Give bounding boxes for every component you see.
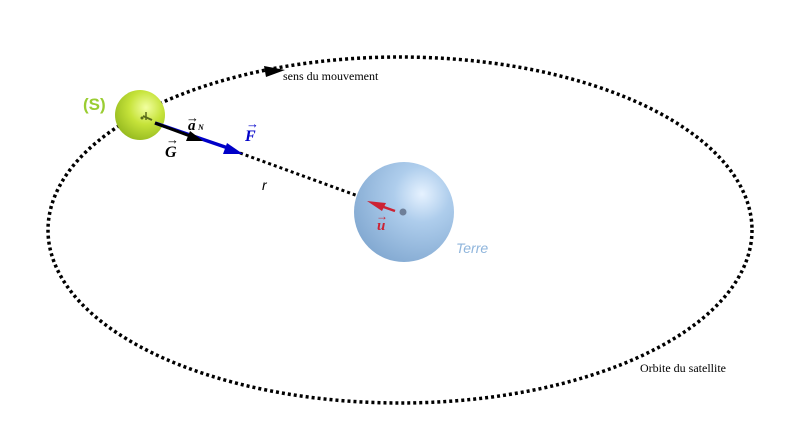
- svg-text:N: N: [197, 123, 205, 132]
- earth-center-dot: [399, 208, 407, 216]
- motion-label: sens du mouvement: [283, 69, 379, 83]
- vector-label-aN: → a N: [186, 110, 205, 134]
- svg-text:→: →: [186, 110, 199, 125]
- svg-text:F: F: [244, 128, 256, 145]
- acceleration-vector-aN: [154, 121, 203, 141]
- motion-direction-arrow: [264, 66, 285, 77]
- svg-text:→: →: [166, 132, 179, 147]
- unit-vector-u: [367, 201, 396, 213]
- distance-line: [239, 151, 403, 214]
- vector-label-F: → F: [244, 116, 259, 145]
- distance-label: r: [262, 177, 268, 193]
- svg-text:a: a: [188, 118, 196, 134]
- svg-text:→: →: [246, 116, 259, 131]
- orbit-label: Orbite du satellite: [640, 361, 726, 375]
- orbit-ellipse: [46, 55, 754, 405]
- satellite-small-axes-icon: [140, 112, 153, 121]
- svg-text:G: G: [165, 144, 177, 161]
- satellite-label: (S): [83, 95, 106, 114]
- svg-text:u: u: [377, 218, 385, 234]
- vector-label-G: → G: [165, 132, 179, 161]
- earth-label: Terre: [456, 240, 488, 256]
- satellite-sphere: [115, 90, 165, 140]
- svg-text:→: →: [376, 209, 388, 223]
- vector-label-u: → u: [376, 209, 388, 234]
